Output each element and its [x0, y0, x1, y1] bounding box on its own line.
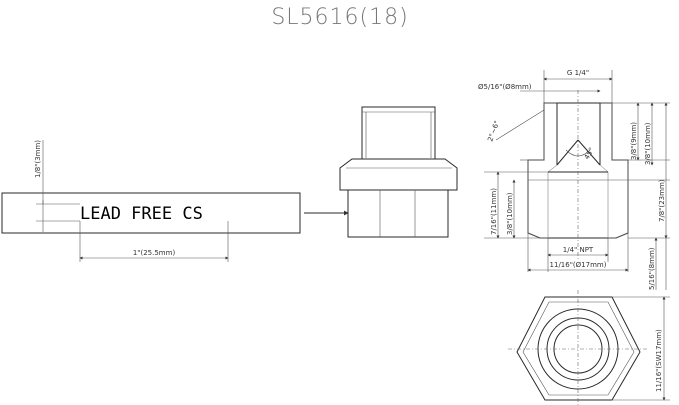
marking-text: LEAD FREE CS [80, 204, 203, 224]
dim-top-h1: 3/8"(9mm) [630, 122, 638, 160]
dim-total-h: 7/8"(23mm) [658, 179, 666, 222]
dim-npt: 1/4" NPT [563, 246, 594, 254]
dim-low-h1: 7/16"(11mm) [490, 188, 498, 235]
dim-bottom-h: 5/16"(8mm) [648, 247, 656, 290]
drawing-title: SL5616(18) [271, 5, 408, 30]
dim-across-flats: 11/16"(SW17mm) [655, 329, 663, 392]
front-elevation [339, 106, 458, 238]
dim-outer-dia: Ø5/16"(Ø8mm) [478, 83, 532, 91]
marking-band [1, 192, 301, 234]
marking-height-label: 1/8"(3mm) [34, 140, 42, 178]
section-view: G 1/4" Ø5/16"(Ø8mm) 2°~6° 45° 3/8"(9mm) … [478, 69, 670, 290]
dim-top-h2: 3/8"(10mm) [644, 122, 652, 165]
marking-width-label: 1"(25.5mm) [133, 249, 176, 257]
dim-thread-g: G 1/4" [567, 69, 589, 77]
dim-low-h2: 3/8"(10mm) [506, 192, 514, 235]
marking-detail: LEAD FREE CS 1/8"(3mm) 1"(25.5mm) [1, 140, 301, 262]
hex-end-view: 11/16"(SW17mm) [508, 290, 670, 405]
dim-hex-dia: 11/16"(Ø17mm) [550, 261, 607, 269]
dim-chamfer: 2°~6° [486, 119, 501, 142]
